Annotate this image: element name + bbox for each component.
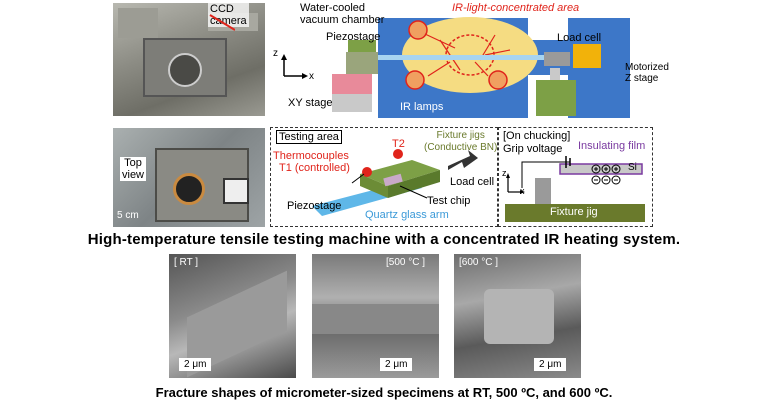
piezostage-label: Piezostage	[326, 31, 381, 43]
sem-tag-500: [500 °C ]	[386, 257, 426, 268]
loadcell-label: Load cell	[557, 32, 602, 44]
chuck-axis-x: x	[520, 186, 525, 196]
xystage-label: XY stage	[288, 97, 333, 109]
testing-area-title: Testing area	[276, 130, 342, 144]
t1-label: T1 (controlled)	[279, 162, 350, 174]
fixture-jigs-label: Fixture jigs (Conductive BN)	[424, 130, 498, 153]
scale-5cm-label: 5 cm	[117, 210, 139, 221]
sem-scale-500: 2 μm	[380, 358, 413, 371]
sem-scale-600: 2 μm	[534, 358, 567, 371]
ir-area-label: IR-light-concentrated area	[452, 2, 580, 14]
chuck-axis-z: z	[502, 168, 507, 178]
thermocouples-label: Thermocouples	[273, 150, 349, 162]
caption-fracture: Fracture shapes of micrometer-sized spec…	[155, 385, 613, 400]
motorized-label: Motorized Z stage	[625, 62, 669, 84]
chucking-diagram	[505, 156, 645, 222]
sem-image-500: [500 °C ] 2 μm	[312, 254, 439, 378]
load-cell-label: Load cell	[450, 176, 495, 188]
chucking-box	[498, 127, 653, 227]
fixture-jig-label: Fixture jig	[550, 206, 598, 218]
axis-x-label: x	[309, 71, 314, 82]
chucking-title: [On chucking]	[503, 130, 571, 142]
ccd-arrow-icon	[209, 14, 235, 31]
insulating-label: Insulating film	[578, 140, 646, 152]
axis-z-label: z	[273, 48, 278, 59]
t2-label: T2	[392, 138, 405, 150]
chamber-schematic	[281, 17, 630, 118]
sem-scale-rt: 2 μm	[179, 358, 212, 371]
quartz-label: Quartz glass arm	[365, 209, 449, 221]
sem-tag-600: [600 °C ]	[459, 257, 499, 268]
irlamps-label: IR lamps	[400, 101, 444, 113]
ccd-camera-label: CCD camera	[208, 3, 249, 27]
chamber-label: Water-cooled vacuum chamber	[300, 2, 385, 26]
sem-image-rt: [ RT ] 2 μm	[169, 254, 296, 378]
sem-tag-rt: [ RT ]	[174, 257, 199, 268]
testing-area-box	[270, 127, 498, 227]
si-label: Si	[628, 162, 637, 173]
piezostage-label-2: Piezostage	[287, 200, 342, 212]
caption-machine: High-temperature tensile testing machine…	[87, 231, 681, 248]
top-view-label: Top view	[120, 157, 147, 181]
sem-image-600: [600 °C ] 2 μm	[454, 254, 581, 378]
testing-area-diagram	[312, 149, 478, 216]
test-chip-label: Test chip	[427, 195, 471, 207]
grip-voltage-label: Grip voltage	[503, 143, 563, 155]
